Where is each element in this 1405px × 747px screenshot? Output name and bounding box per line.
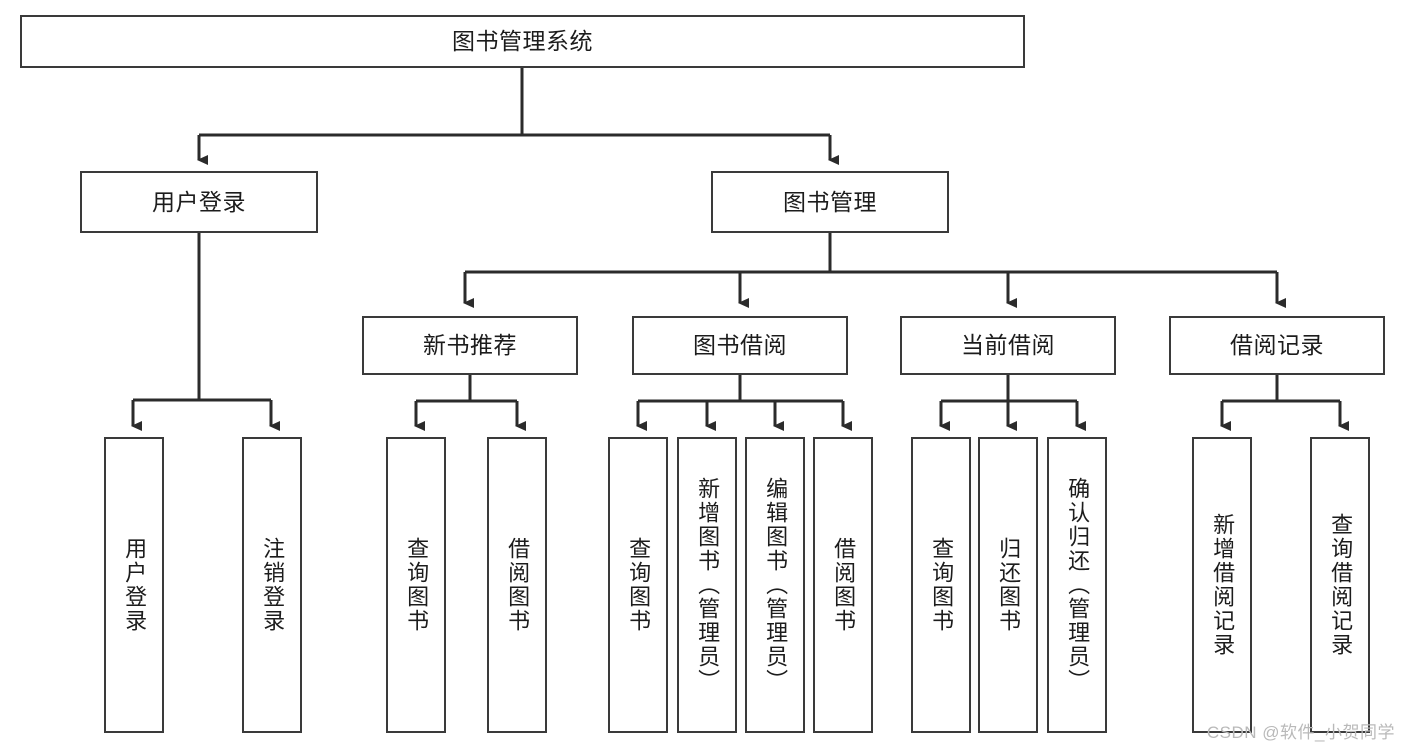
node-book-borrow[interactable]: 图书借阅 (632, 316, 848, 375)
leaf-label: 编辑图书（管理员） (763, 477, 789, 693)
leaf-add-book-admin[interactable]: 新增图书（管理员） (677, 437, 737, 733)
node-new-book-recommend[interactable]: 新书推荐 (362, 316, 578, 375)
node-label: 图书管理 (783, 188, 877, 215)
node-label: 新书推荐 (423, 332, 517, 359)
leaf-borrow-book-new[interactable]: 借阅图书 (487, 437, 547, 733)
node-root-library-system[interactable]: 图书管理系统 (20, 15, 1025, 68)
leaf-query-book-current[interactable]: 查询图书 (911, 437, 971, 733)
node-current-borrow[interactable]: 当前借阅 (900, 316, 1116, 375)
leaf-label: 归还图书 (996, 537, 1022, 633)
leaf-label: 用户登录 (122, 537, 148, 633)
leaf-add-borrow-record[interactable]: 新增借阅记录 (1192, 437, 1252, 733)
node-label: 借阅记录 (1230, 332, 1324, 359)
leaf-return-book[interactable]: 归还图书 (978, 437, 1038, 733)
watermark-text: CSDN @软件_小贺同学 (1206, 723, 1395, 742)
leaf-query-book-borrow[interactable]: 查询图书 (608, 437, 668, 733)
node-label: 图书借阅 (693, 332, 787, 359)
node-borrow-record[interactable]: 借阅记录 (1169, 316, 1385, 375)
leaf-query-book-new[interactable]: 查询图书 (386, 437, 446, 733)
leaf-label: 查询图书 (626, 537, 652, 633)
leaf-query-borrow-record[interactable]: 查询借阅记录 (1310, 437, 1370, 733)
leaf-label: 借阅图书 (505, 537, 531, 633)
leaf-label: 借阅图书 (831, 537, 857, 633)
leaf-label: 新增借阅记录 (1210, 513, 1236, 657)
node-label: 当前借阅 (961, 332, 1055, 359)
node-label: 用户登录 (152, 188, 246, 215)
node-book-management[interactable]: 图书管理 (711, 171, 949, 233)
leaf-borrow-book[interactable]: 借阅图书 (813, 437, 873, 733)
leaf-label: 查询借阅记录 (1328, 513, 1354, 657)
leaf-user-logout[interactable]: 注销登录 (242, 437, 302, 733)
leaf-label: 新增图书（管理员） (695, 477, 721, 693)
node-label: 图书管理系统 (452, 28, 593, 55)
leaf-confirm-return-admin[interactable]: 确认归还（管理员） (1047, 437, 1107, 733)
leaf-label: 查询图书 (929, 537, 955, 633)
leaf-user-login[interactable]: 用户登录 (104, 437, 164, 733)
leaf-edit-book-admin[interactable]: 编辑图书（管理员） (745, 437, 805, 733)
leaf-label: 查询图书 (404, 537, 430, 633)
leaf-label: 注销登录 (260, 537, 286, 633)
node-user-login[interactable]: 用户登录 (80, 171, 318, 233)
leaf-label: 确认归还（管理员） (1065, 477, 1091, 693)
